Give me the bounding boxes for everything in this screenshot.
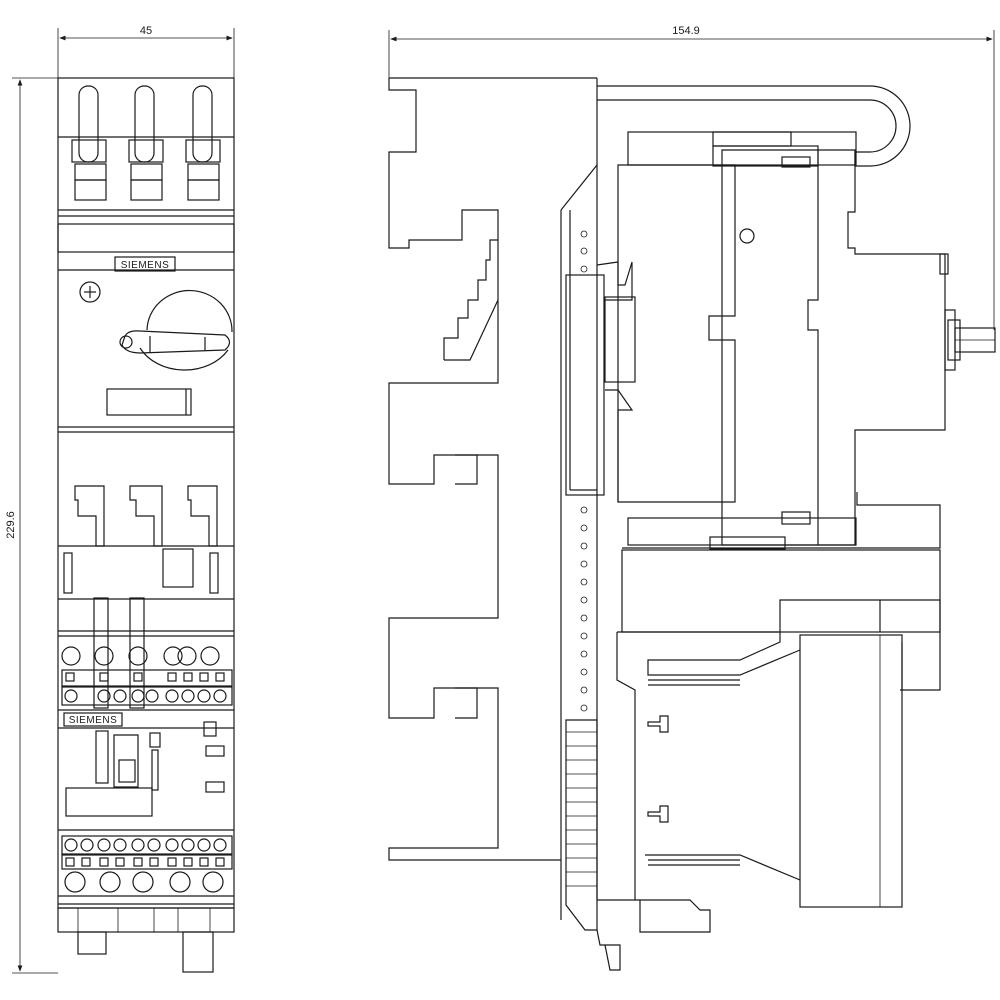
dimension-width: 45	[57, 25, 235, 80]
connector-module	[621, 492, 941, 691]
contactor-upper	[58, 485, 234, 709]
depth-label: 154.9	[672, 25, 700, 37]
top-terminals	[58, 85, 234, 217]
dimension-height: 229.6	[5, 77, 58, 974]
lower-brand-label: SIEMENS	[69, 715, 118, 726]
rail-ribs	[565, 719, 598, 931]
side-view	[388, 77, 996, 971]
mounting-foot	[57, 907, 235, 973]
rail-holes	[580, 230, 588, 712]
width-label: 45	[140, 25, 152, 37]
terminal-row-top	[58, 646, 234, 711]
terminal-row-bottom	[58, 835, 234, 905]
rotary-handle-icon[interactable]	[119, 289, 233, 371]
upper-brand-label: SIEMENS	[121, 260, 170, 271]
handle-side	[939, 253, 996, 371]
front-view: SIEMENS	[57, 77, 235, 973]
contactor-body	[596, 631, 903, 971]
breaker-body	[596, 131, 946, 546]
screw-cross-icon	[79, 281, 101, 303]
circuit-breaker: SIEMENS	[58, 256, 234, 433]
overload-relay: SIEMENS	[58, 712, 234, 831]
dimension-depth: 154.9	[388, 25, 995, 330]
height-label: 229.6	[5, 511, 17, 539]
